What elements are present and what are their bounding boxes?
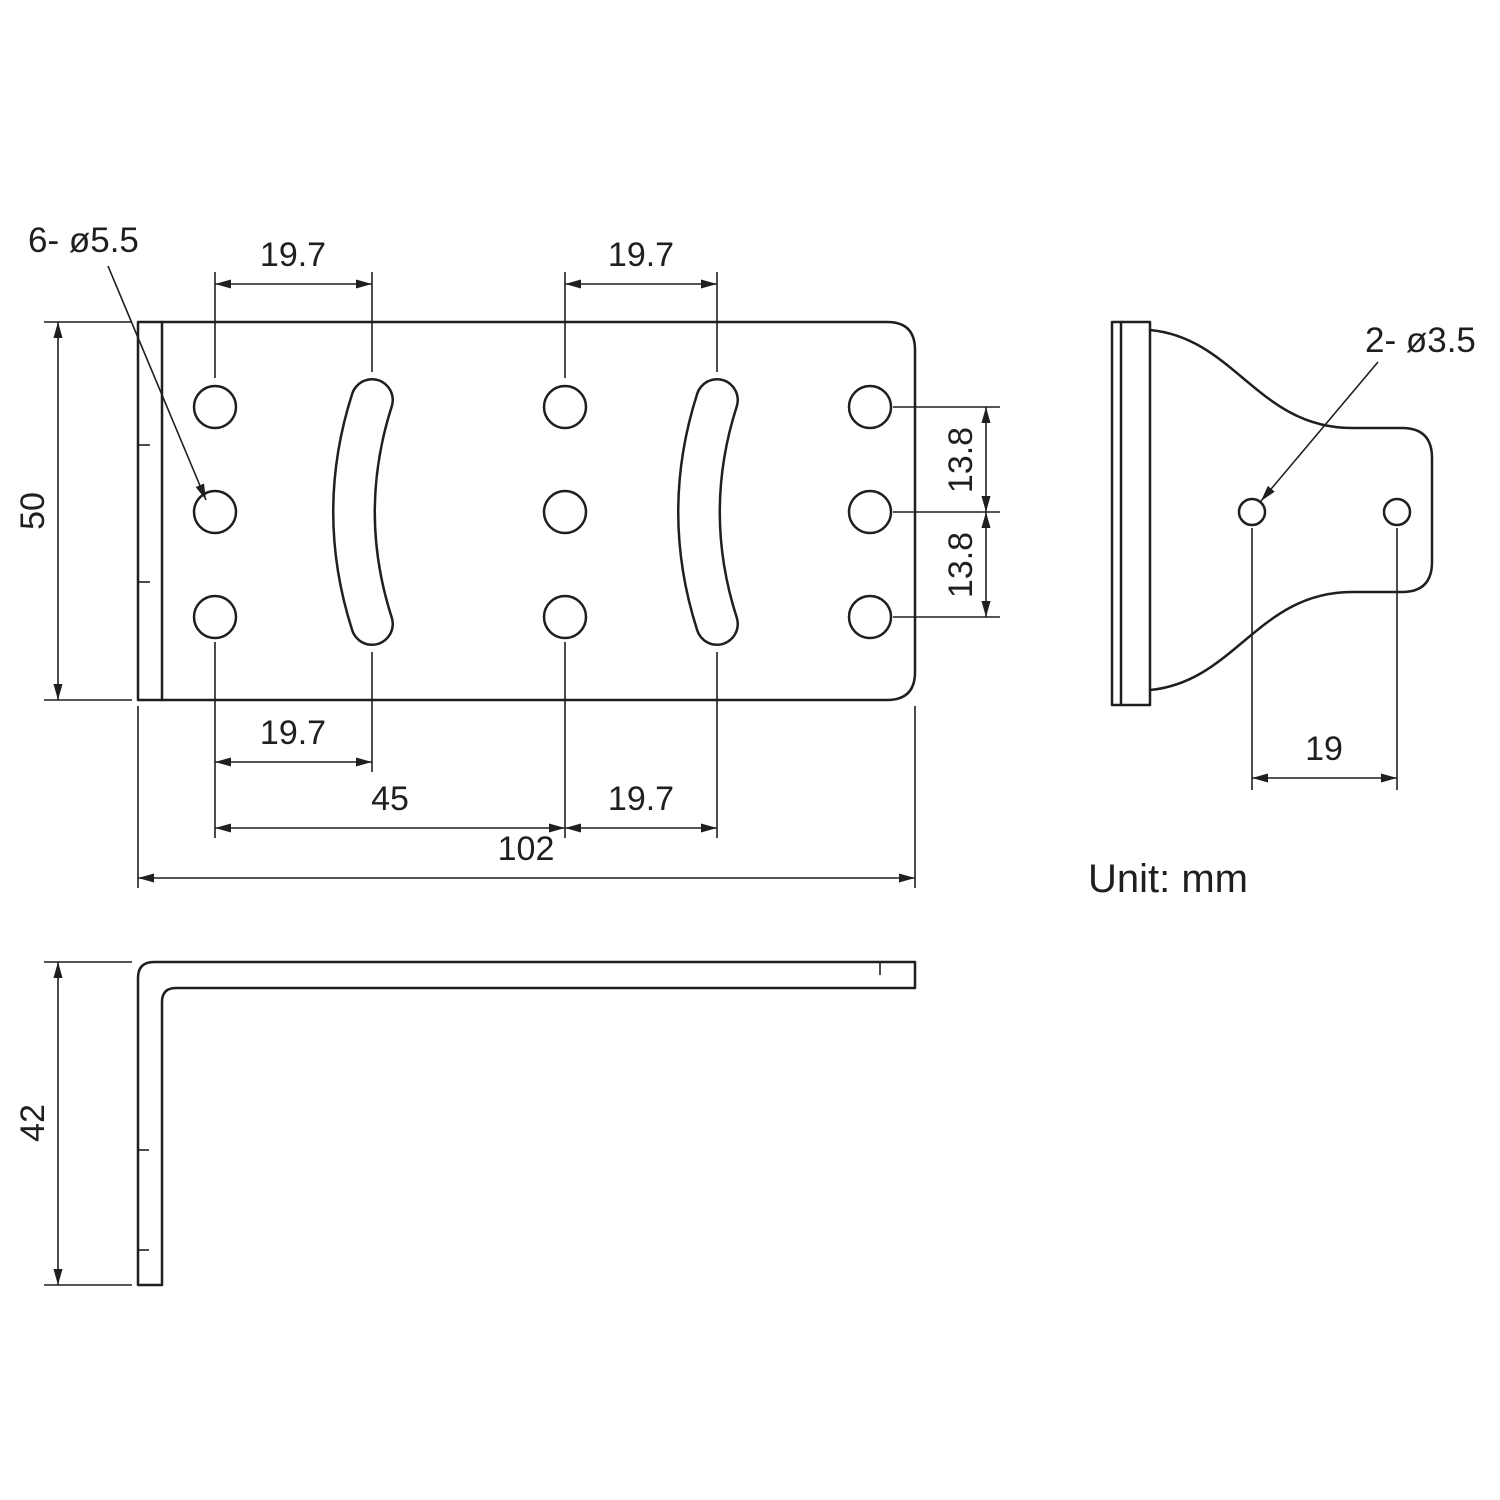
hole-callout-label: 6- ø5.5 <box>28 221 139 260</box>
front-view <box>136 960 917 1287</box>
dim-plate-height-label: 50 <box>14 492 52 530</box>
dim-slot2-top-label: 19.7 <box>608 236 674 274</box>
hole <box>542 384 588 430</box>
dim-col-spacing-label: 45 <box>371 780 409 818</box>
side-view <box>1110 320 1434 707</box>
bolt-holes <box>192 384 893 640</box>
hole <box>192 384 238 430</box>
top-view-dimensions: 6- ø5.5 19.7 19.7 50 13.8 13.8 19.7 45 1… <box>14 221 1000 888</box>
leader-line <box>1260 361 1379 502</box>
top-view <box>136 320 917 702</box>
dim-slot1-top-label: 19.7 <box>260 236 326 274</box>
dim-slot1-bottom-label: 19.7 <box>260 714 326 752</box>
dim-slot2-bottom-label: 19.7 <box>608 780 674 818</box>
hole <box>192 594 238 640</box>
curved-slots <box>332 378 739 646</box>
dim-row-lower-label: 13.8 <box>942 532 980 598</box>
hole <box>192 489 238 535</box>
small-hole <box>1382 497 1412 527</box>
flange-edge <box>1110 320 1152 707</box>
dim-plate-width-label: 102 <box>498 830 555 868</box>
side-view-dimensions: 2- ø3.5 19 <box>1251 321 1476 790</box>
front-view-dimensions: 42 <box>14 961 132 1286</box>
dim-row-upper-label: 13.8 <box>942 427 980 493</box>
plate-outline <box>136 320 917 702</box>
profile-outline <box>1148 328 1434 692</box>
angle-outline <box>136 960 917 1287</box>
small-hole <box>1237 497 1267 527</box>
hole <box>847 489 893 535</box>
hole <box>847 384 893 430</box>
slot-fill <box>679 380 737 644</box>
leader-line <box>107 265 207 501</box>
hole <box>542 594 588 640</box>
dim-hole-spacing-label: 19 <box>1305 730 1343 768</box>
dim-leg-height-label: 42 <box>14 1104 52 1142</box>
hole <box>542 489 588 535</box>
small-hole-callout-label: 2- ø3.5 <box>1365 321 1476 360</box>
slot-fill <box>334 380 392 644</box>
hole <box>847 594 893 640</box>
unit-label: Unit: mm <box>1088 857 1248 901</box>
